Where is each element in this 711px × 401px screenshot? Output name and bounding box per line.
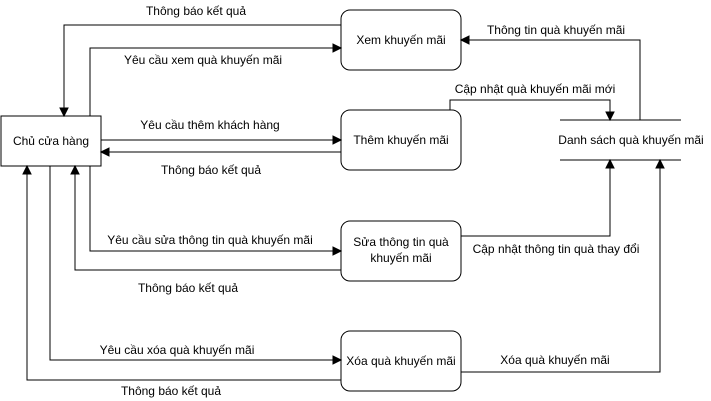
flow-add-update-label: Cập nhật quà khuyến mãi mới [455, 82, 616, 96]
entity-box-owner [0, 115, 102, 167]
arrowhead [459, 35, 470, 45]
arrowhead [332, 355, 343, 365]
arrowhead [332, 135, 343, 145]
flow-delete-request [49, 166, 335, 361]
flow-edit-result [74, 172, 341, 271]
flow-delete-result-label: Thông báo kết quả [121, 384, 221, 398]
flow-add-update [449, 99, 611, 114]
process-edit-label-line1: Sửa thông tin quà [353, 235, 449, 249]
arrowhead [99, 147, 110, 157]
flow-delete-request-label: Yêu cầu xóa quà khuyến mãi [100, 343, 255, 357]
store-label: Danh sách quà khuyến mãi [558, 133, 703, 147]
flow-edit-result-label: Thông báo kết quả [138, 281, 238, 295]
process-view-label: Xem khuyến mãi [356, 33, 445, 47]
flow-view-result-label: Thông báo kết quả [146, 4, 246, 18]
arrowhead [22, 164, 32, 175]
entity-label: Chủ cửa hàng [13, 134, 89, 148]
arrowhead [605, 158, 615, 169]
arrowhead [59, 107, 69, 118]
flow-delete [461, 166, 661, 373]
flow-edit-update [461, 166, 611, 237]
flow-view-request-label: Yêu cầu xem quà khuyến mãi [124, 53, 282, 67]
flow-edit-request [89, 166, 335, 252]
process-delete-box [340, 330, 462, 392]
arrowhead [655, 158, 665, 169]
flow-delete-label: Xóa quà khuyến mãi [500, 353, 609, 367]
flow-edit-update-label: Cập nhật thông tin quà thay đổi [473, 242, 640, 256]
flow-add-result-label: Thông báo kết quả [161, 163, 261, 177]
arrowhead [332, 246, 343, 256]
flow-view-result [63, 24, 341, 110]
process-delete-label: Xóa quà khuyến mãi [346, 354, 455, 368]
arrowhead [70, 164, 80, 175]
flow-store-info-label: Thông tin quà khuyến mãi [487, 23, 625, 37]
flow-view-request [89, 47, 335, 116]
process-edit-label-line2: khuyến mãi [370, 251, 431, 265]
flow-store-info [467, 39, 641, 120]
flow-add-request-label: Yêu cầu thêm khách hàng [140, 118, 279, 132]
flow-delete-result [26, 172, 341, 381]
arrowhead [332, 43, 343, 53]
arrowhead [605, 111, 615, 122]
process-add-label: Thêm khuyến mãi [353, 133, 448, 147]
flow-edit-request-label: Yêu cầu sửa thông tin quà khuyến mãi [107, 233, 313, 247]
